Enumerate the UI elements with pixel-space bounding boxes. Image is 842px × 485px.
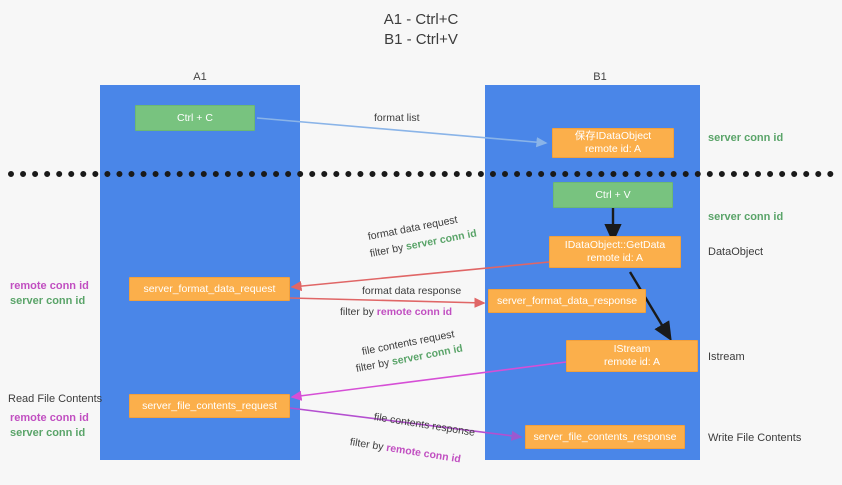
node-ctrl-v[interactable]: Ctrl + V <box>553 182 673 208</box>
filter-prefix: filter by <box>354 356 394 375</box>
page-title: A1 - Ctrl+C B1 - Ctrl+V <box>383 11 459 48</box>
right-label-write-file-contents: Write File Contents <box>708 432 802 444</box>
node-idataobject-getdata[interactable]: IDataObject::GetData remote id: A <box>549 236 681 268</box>
node-ctrl-c-label: Ctrl + C <box>177 111 213 124</box>
left-label-server-conn-id-low: server conn id <box>10 427 86 439</box>
node-server-format-data-request[interactable]: server_format_data_request <box>129 277 290 301</box>
edge-label-file-contents-response-filter: filter by remote conn id <box>349 435 462 466</box>
edge-label-format-data-response-filter: filter by remote conn id <box>340 305 452 319</box>
filter-prefix: filter by <box>349 436 388 454</box>
node-server-file-contents-response-label: server_file_contents_response <box>533 430 677 443</box>
filter-prefix: filter by <box>340 306 377 318</box>
node-ctrl-v-label: Ctrl + V <box>595 188 631 201</box>
lane-b1-title: B1 <box>593 71 607 83</box>
filter-value-remote-conn-id: remote conn id <box>376 306 453 318</box>
node-istream[interactable]: IStream remote id: A <box>566 340 698 372</box>
node-ctrl-c[interactable]: Ctrl + C <box>135 105 255 131</box>
filter-prefix: filter by <box>368 241 408 260</box>
right-label-istream: Istream <box>708 351 745 363</box>
left-label-read-file-contents: Read File Contents <box>8 393 103 405</box>
node-server-file-contents-request-label: server_file_contents_request <box>142 399 277 412</box>
node-server-format-data-request-label: server_format_data_request <box>143 282 276 295</box>
node-server-file-contents-response[interactable]: server_file_contents_response <box>525 425 685 449</box>
left-label-server-conn-id-mid: server conn id <box>10 295 86 307</box>
left-label-remote-conn-id-mid: remote conn id <box>10 280 89 292</box>
edge-label-format-data-response: format data response <box>362 285 462 297</box>
node-server-format-data-response[interactable]: server_format_data_response <box>488 289 646 313</box>
left-label-conn-id-stack-mid: remote conn id server conn id <box>10 279 89 309</box>
left-label-conn-id-stack-low: remote conn id server conn id <box>10 411 89 441</box>
right-label-server-conn-id-top: server conn id <box>708 132 784 144</box>
node-server-file-contents-request[interactable]: server_file_contents_request <box>129 394 290 418</box>
lane-a1-title: A1 <box>193 71 207 83</box>
phase-divider <box>8 171 834 177</box>
left-label-remote-conn-id-low: remote conn id <box>10 412 89 424</box>
right-label-dataobject: DataObject <box>708 246 764 258</box>
edge-label-file-contents-response: file contents response <box>373 411 476 439</box>
edge-label-format-list: format list <box>374 112 420 124</box>
node-getdata-remote-id: remote id: A <box>586 252 644 264</box>
node-save-idataobject[interactable]: 保存IDataObject remote id: A <box>552 128 674 158</box>
node-getdata-title: IDataObject::GetData <box>564 239 666 251</box>
node-save-idataobject-remote-id: remote id: A <box>584 143 642 155</box>
right-label-server-conn-id-mid: server conn id <box>708 211 784 223</box>
node-server-format-data-response-label: server_format_data_response <box>496 294 638 307</box>
node-istream-title: IStream <box>613 343 651 355</box>
filter-value-remote-conn-id: remote conn id <box>385 441 462 466</box>
node-istream-remote-id: remote id: A <box>603 356 661 368</box>
node-save-idataobject-title: 保存IDataObject <box>574 130 652 142</box>
